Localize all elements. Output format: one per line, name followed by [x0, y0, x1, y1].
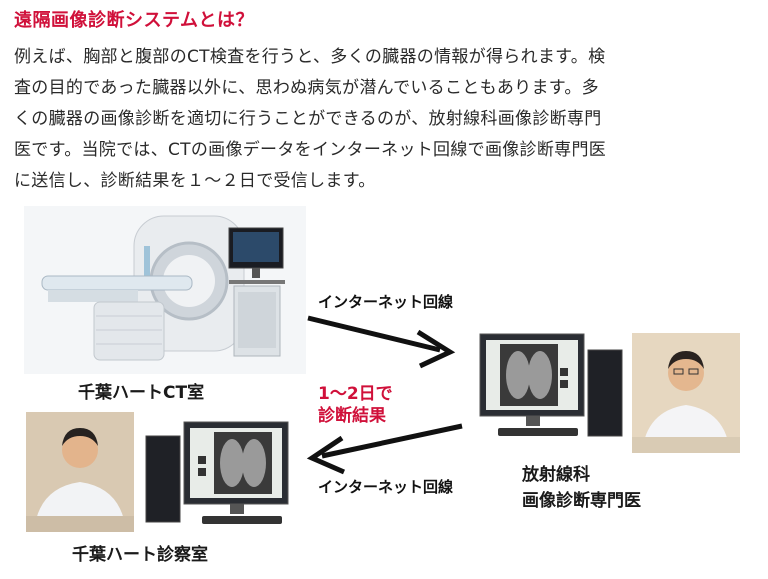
- return-arrow-label: インターネット回線: [318, 478, 454, 496]
- radiologist-label-line1: 放射線科: [522, 465, 590, 485]
- radiologist-label-line2: 画像診断専門医: [522, 491, 641, 511]
- clinic-workstation-photo: [142, 418, 302, 536]
- result-label-line2: 診断結果: [318, 406, 386, 426]
- paragraph-line: に送信し、診断結果を１～２日で受信します。: [14, 171, 376, 191]
- upload-arrow: [307, 315, 456, 369]
- intro-paragraph: 例えば、胸部と腹部のCT検査を行うと、多くの臓器の情報が得られます。検 査の目的…: [14, 42, 756, 197]
- ct-scanner-photo: [24, 206, 306, 374]
- radiologist-photo: [632, 333, 740, 453]
- page-title: 遠隔画像診断システムとは？: [14, 10, 254, 31]
- paragraph-line: くの臓器の画像診断を適切に行うことができるのが、放射線科画像診断専門: [14, 109, 602, 129]
- paragraph-line: 例えば、胸部と腹部のCT検査を行うと、多くの臓器の情報が得られます。検: [14, 47, 606, 67]
- clinic-doctor-photo: [26, 412, 134, 532]
- ct-room-label: 千葉ハートCT室: [78, 383, 205, 403]
- paragraph-line: 医です。当院では、CTの画像データをインターネット回線で画像診断専門医: [14, 140, 607, 160]
- radiologist-workstation-photo: [468, 330, 628, 448]
- return-arrow: [306, 423, 463, 475]
- paragraph-line: 査の目的であった臓器以外に、思わぬ病気が潜んでいることもあります。多: [14, 78, 599, 98]
- result-label-line1: 1～2日で: [318, 384, 393, 404]
- upload-arrow-label: インターネット回線: [318, 293, 454, 311]
- clinic-room-label: 千葉ハート診察室: [72, 545, 208, 565]
